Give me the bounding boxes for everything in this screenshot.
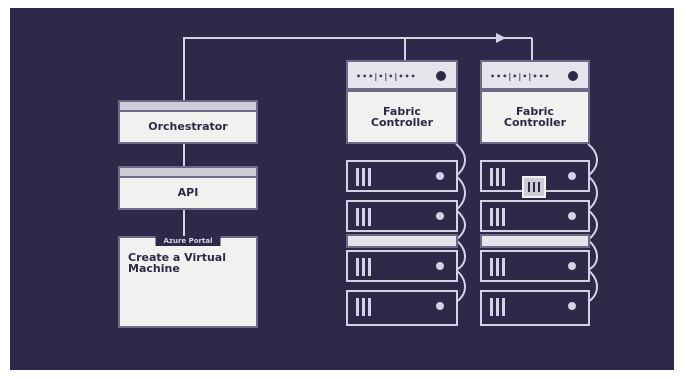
server-led-icon [436, 212, 444, 220]
rack1-server-4 [346, 290, 458, 326]
rack2-fc-line2: Controller [503, 116, 567, 129]
vm-chip-grid [528, 182, 540, 192]
rack1-server-3 [346, 250, 458, 282]
rack1-divider [346, 234, 458, 248]
server-led-icon [436, 302, 444, 310]
server-led-icon [436, 262, 444, 270]
api-topbar [120, 168, 256, 178]
rack2-fabric-controller: Fabric Controller [480, 90, 590, 144]
rack1-header-dots: •••|•|•|••• [356, 72, 417, 81]
azure-portal-box: Azure Portal Create a Virtual Machine [118, 236, 258, 328]
orchestrator-topbar [120, 102, 256, 112]
diagram-canvas: Orchestrator API Azure Portal Create a V… [10, 8, 674, 370]
virtual-machine-icon [522, 176, 546, 198]
server-drive-icon [490, 168, 508, 186]
server-led-icon [568, 302, 576, 310]
rack1-fc-line2: Controller [370, 116, 434, 129]
server-drive-icon [356, 258, 374, 276]
server-drive-icon [490, 298, 508, 316]
server-drive-icon [356, 298, 374, 316]
rack1-fc-line1: Fabric [383, 105, 421, 118]
api-box: API [118, 166, 258, 210]
rack1-server-2 [346, 200, 458, 232]
rack2-server-3 [480, 250, 590, 282]
rack2-knob-icon [568, 71, 578, 81]
rack2-server-4 [480, 290, 590, 326]
server-drive-icon [356, 208, 374, 226]
api-label: API [177, 186, 199, 199]
rack2-header-dots: •••|•|•|••• [490, 72, 551, 81]
server-drive-icon [356, 168, 374, 186]
rack1-server-1 [346, 160, 458, 192]
server-led-icon [568, 262, 576, 270]
portal-tab-label: Azure Portal [155, 236, 221, 246]
orchestrator-label: Orchestrator [148, 120, 228, 133]
rack1-chain [454, 143, 466, 303]
connector-orchestrator-to-racks [183, 37, 532, 100]
rack2-chain [586, 143, 598, 303]
orchestrator-box: Orchestrator [118, 100, 258, 144]
rack1-header: •••|•|•|••• [346, 60, 458, 90]
arrow-head-icon [496, 33, 506, 43]
server-led-icon [436, 172, 444, 180]
rack1-knob-icon [436, 71, 446, 81]
connector-lines [183, 33, 598, 303]
create-vm-text: Create a Virtual Machine [128, 251, 226, 275]
server-drive-icon [490, 208, 508, 226]
rack2-server-2 [480, 200, 590, 232]
rack2-header: •••|•|•|••• [480, 60, 590, 90]
rack2-fc-line1: Fabric [516, 105, 554, 118]
rack2-divider [480, 234, 590, 248]
rack1-fabric-controller: Fabric Controller [346, 90, 458, 144]
server-led-icon [568, 172, 576, 180]
server-drive-icon [490, 258, 508, 276]
server-led-icon [568, 212, 576, 220]
